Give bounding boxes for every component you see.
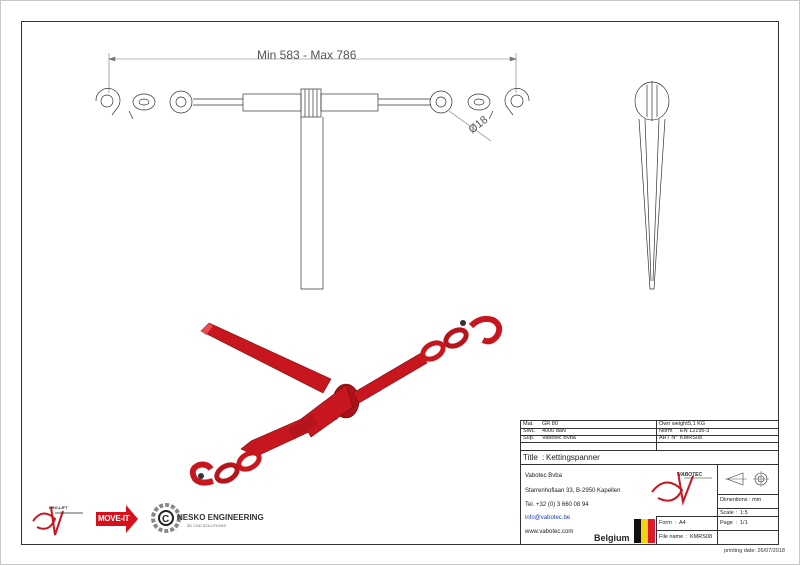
title-label: Title xyxy=(523,453,538,462)
norm-label: Norm xyxy=(659,428,673,434)
swl-value: 4000 daN xyxy=(542,428,566,434)
move-it-text: MOVE-IT xyxy=(98,514,130,523)
vabotec-logo-text: VABOTEC xyxy=(678,472,703,478)
isometric-render xyxy=(189,315,503,486)
company-email-link[interactable]: info@vabotec.be xyxy=(525,515,571,521)
title-block: Mat. GR 80 Own weight 5,1 KG SWL 4000 da… xyxy=(520,420,779,545)
form-value: A4 xyxy=(679,520,686,526)
sup-label: Sup. xyxy=(523,435,535,441)
svg-text:C: C xyxy=(162,514,169,525)
company-address: Starrenhoflaan 33, B-2950 Kapellen xyxy=(525,488,621,494)
scale-label: Scale xyxy=(720,510,734,516)
mat-value: GR 80 xyxy=(542,421,558,427)
page-label: Page xyxy=(720,520,733,526)
file-name-value: KMRS08 xyxy=(690,534,713,540)
weight-label: Own weight xyxy=(659,421,688,427)
title-value: Kettingspanner xyxy=(546,453,600,462)
form-label: Form xyxy=(659,520,672,526)
weight-value: 5,1 KG xyxy=(688,421,706,427)
norm-value: EN 12195-3 xyxy=(680,428,710,434)
company-phone: Tel. +32 (0) 3 660 08 94 xyxy=(525,502,589,508)
drawing-frame xyxy=(21,21,779,545)
front-view xyxy=(95,88,530,290)
swl-label: SWL xyxy=(523,428,535,434)
scale-value: 1:5 xyxy=(740,510,748,516)
belgium-flag-icon xyxy=(634,519,655,543)
projection-symbol-icon xyxy=(725,471,769,487)
mat-label: Mat. xyxy=(523,421,534,427)
side-view xyxy=(634,81,670,290)
nesko-title: NESKO ENGINEERING xyxy=(177,513,264,522)
print-date-label: printing date: xyxy=(724,548,756,554)
file-name-label: File name xyxy=(659,534,684,540)
art-value: KMRS08 xyxy=(680,435,703,441)
sup-value: Vabotec Bvba xyxy=(542,435,576,441)
move-it-logo: MOVE-IT xyxy=(96,503,138,535)
dimensions-label: Dimentions : mm xyxy=(720,497,762,503)
print-date-value: 26/07/2018 xyxy=(757,548,785,554)
pro-lift-text: PRO-LIFT xyxy=(49,505,68,510)
vabotec-logo xyxy=(651,471,712,506)
dimension-length-label: Min 583 - Max 786 xyxy=(257,48,357,62)
country-label: Belgium xyxy=(594,533,630,543)
print-date: printing date: 26/07/2018 xyxy=(724,548,785,554)
company-name: Vabotec Bvba xyxy=(525,473,562,479)
dimension-line xyxy=(108,53,517,142)
nesko-gear-icon: C xyxy=(151,503,181,533)
page-value: 1/1 xyxy=(740,520,748,526)
nesko-subtitle: 3D CAD SOLUTIONS xyxy=(187,523,226,528)
art-label: ART N° xyxy=(659,435,678,441)
pro-lift-logo xyxy=(32,506,83,536)
company-website-link[interactable]: www.vabotec.com xyxy=(525,529,574,535)
